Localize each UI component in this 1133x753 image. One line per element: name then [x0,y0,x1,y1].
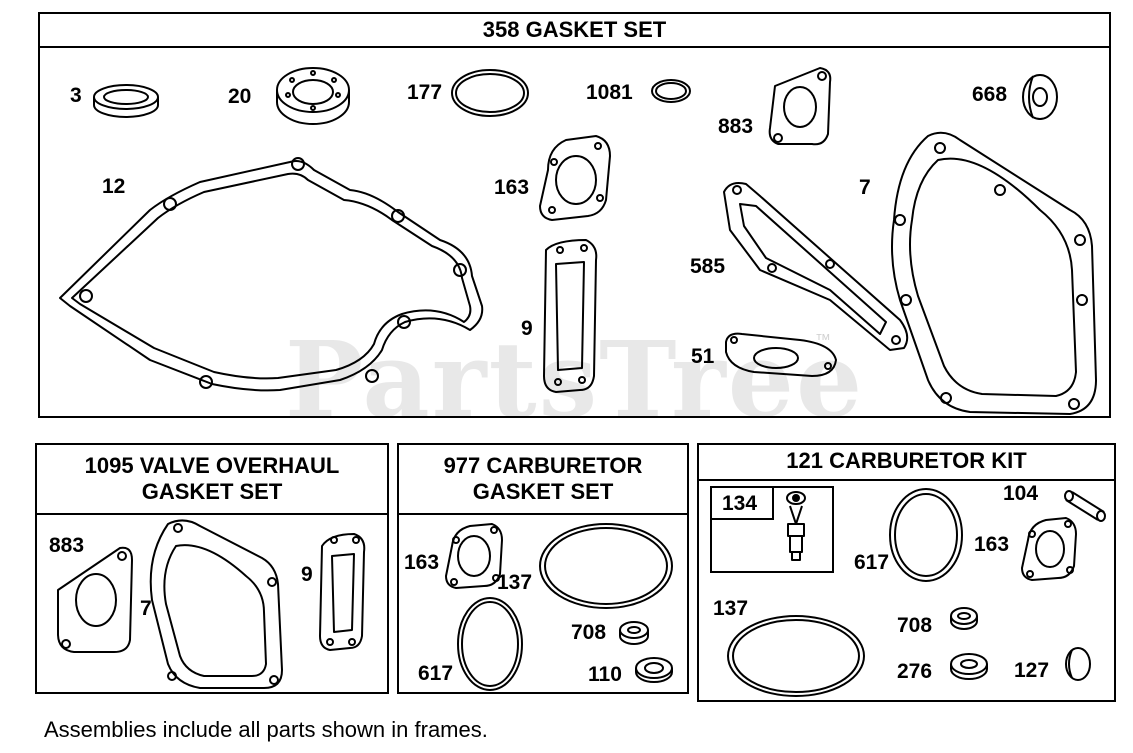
cg-label-617: 617 [418,662,454,685]
o-ring-137-ck [727,615,865,697]
cg-label-163: 163 [404,551,440,574]
head-gasket-7-vo [149,519,283,689]
label-163: 163 [494,176,530,199]
ck-label-137: 137 [713,597,749,620]
ring-1081 [651,79,691,103]
label-51: 51 [691,345,715,368]
cg-label-110: 110 [588,663,622,686]
carb-gasket-163-ck [1021,517,1077,581]
gasket-set-frame: 358 GASKET SET [38,12,1111,418]
label-20: 20 [228,85,252,108]
washer-708-cg [619,621,649,645]
washer-110-cg [635,657,673,683]
carb-gasket-title-line2: GASKET SET [472,479,614,504]
needle-valve-134 [786,491,806,561]
carb-kit-title: 121 CARBURETOR KIT [699,445,1114,481]
ck-label-104: 104 [1003,482,1039,505]
carb-gasket-163 [539,135,611,221]
washer-668 [1022,74,1058,120]
washer-708-ck [950,607,978,630]
label-668: 668 [972,83,1008,106]
o-ring-617-cg [457,597,523,691]
ck-label-127: 127 [1014,659,1050,682]
o-ring-617-ck [889,488,963,582]
label-883: 883 [718,115,754,138]
ck-label-708: 708 [897,614,933,637]
needle-valve-label-box [710,486,774,520]
carb-gasket-title: 977 CARBURETOR GASKET SET [399,445,687,515]
carb-gasket-frame: 977 CARBURETOR GASKET SET [397,443,689,694]
vo-label-9: 9 [301,563,313,586]
ck-label-276: 276 [897,660,933,683]
crankcase-gasket-12 [59,157,484,392]
valve-overhaul-title: 1095 VALVE OVERHAUL GASKET SET [37,445,387,515]
carb-gasket-163-cg [445,523,503,589]
ck-label-617: 617 [854,551,890,574]
shaft-104 [1064,490,1106,522]
ck-label-134: 134 [722,492,758,515]
vo-label-883: 883 [49,534,85,557]
intake-gasket-585 [723,182,909,351]
o-ring-177 [451,69,529,117]
label-7: 7 [859,176,871,199]
head-gasket-7 [891,131,1097,415]
cg-label-708: 708 [571,621,607,644]
label-177: 177 [407,81,443,104]
carb-gasket-title-line1: 977 CARBURETOR [443,453,643,478]
label-3: 3 [70,84,82,107]
o-ring-137-cg [539,523,673,609]
carb-kit-frame: 121 CARBURETOR KIT [697,443,1116,702]
seal-ring-3 [93,84,159,118]
rocker-gasket-9 [543,239,598,393]
exhaust-gasket-883-vo [57,546,133,653]
valve-overhaul-frame: 1095 VALVE OVERHAUL GASKET SET [35,443,389,694]
valve-overhaul-title-line2: GASKET SET [141,479,283,504]
gasket-set-title: 358 GASKET SET [40,14,1109,48]
label-12: 12 [102,175,126,198]
valve-overhaul-title-line1: 1095 VALVE OVERHAUL [84,453,340,478]
label-585: 585 [690,255,726,278]
oil-seal-20 [276,67,350,125]
cg-label-137: 137 [497,571,533,594]
vo-label-7: 7 [140,597,152,620]
plug-127-ck [1065,647,1091,681]
footer-note: Assemblies include all parts shown in fr… [44,717,488,742]
exhaust-gasket-883 [768,67,832,146]
rocker-gasket-9-vo [319,533,366,651]
label-9: 9 [521,317,533,340]
ck-label-163: 163 [974,533,1010,556]
label-1081: 1081 [586,81,633,104]
gasket-51 [725,332,837,377]
watermark-text: PartsTree [285,318,865,441]
washer-276-ck [950,653,988,680]
